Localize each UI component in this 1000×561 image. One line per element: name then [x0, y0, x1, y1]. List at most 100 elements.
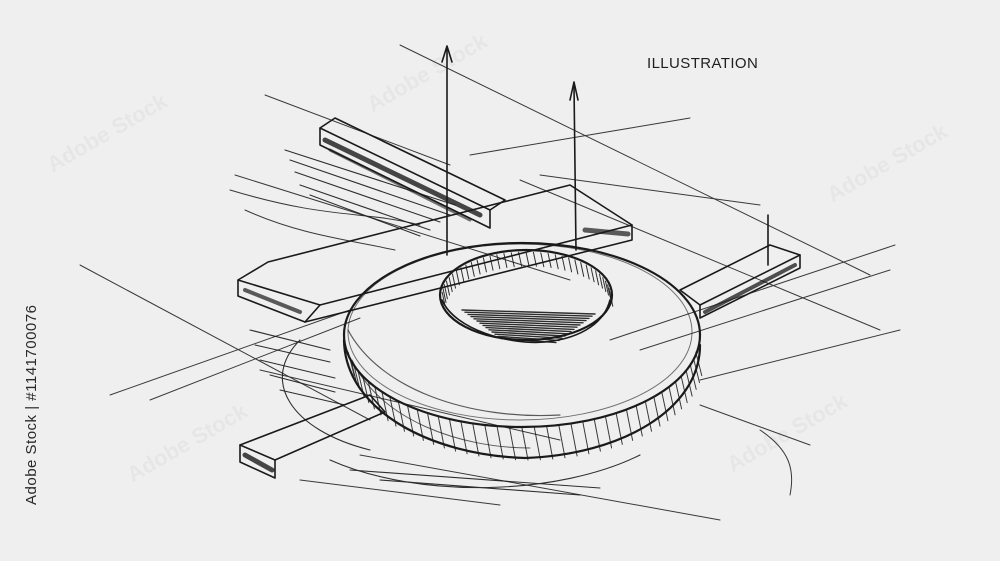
hatch-stroke [479, 322, 578, 328]
hatch-stroke [472, 423, 480, 457]
construction-lines [79, 44, 901, 521]
hatch-stroke [362, 375, 370, 404]
vertical-markers [441, 45, 769, 266]
hatch-stroke [347, 351, 355, 377]
beam-upper-left [319, 117, 506, 229]
hatch-stroke [561, 255, 566, 271]
hatch-stroke [602, 277, 607, 293]
hatch-stroke [518, 251, 523, 267]
hatch-stroke [546, 426, 554, 460]
hatch-stroke [532, 251, 537, 267]
hatch-stroke [353, 364, 361, 390]
stock-id-label: Adobe Stock | #1141700076 [23, 304, 40, 505]
hatch-stroke [448, 277, 453, 293]
hatch-stroke [599, 273, 603, 289]
hatch-stroke [488, 329, 569, 335]
hatch-stroke [496, 254, 501, 270]
beam-lower-left [239, 394, 386, 479]
ring-structure [342, 241, 702, 460]
inner-opening-hatching [441, 251, 614, 344]
ground-shadow [249, 149, 641, 496]
ring-side-hatching [347, 351, 703, 461]
hatch-stroke [416, 409, 424, 441]
hatch-stroke [398, 401, 405, 432]
hatch-stroke [367, 381, 375, 410]
hatch-stroke [465, 264, 470, 280]
hatch-stroke [470, 261, 475, 277]
hatch-stroke [554, 254, 559, 270]
hatch-stroke [461, 309, 596, 315]
hatch-stroke [350, 357, 357, 384]
hatch-stroke [558, 425, 566, 459]
hatch-stroke [467, 313, 590, 320]
hatch-stroke [689, 364, 697, 390]
hatch-stroke [489, 255, 494, 271]
hatch-stroke [540, 252, 545, 268]
hatch-stroke [482, 257, 487, 273]
hatch-stroke [547, 253, 552, 268]
hatch-stroke [470, 315, 587, 322]
hatch-stroke [626, 409, 634, 441]
hatch-stroke [585, 264, 590, 280]
hatch-stroke [464, 311, 593, 317]
hatch-stroke [452, 273, 456, 289]
hatch-stroke [693, 357, 700, 384]
hatch-stroke [460, 267, 465, 283]
hatch-stroke [437, 416, 445, 449]
hatch-stroke [635, 405, 643, 437]
beam-main-diagonal [237, 184, 633, 323]
hatch-stroke [668, 386, 676, 416]
hatch-stroke [482, 324, 575, 331]
hatch-stroke [442, 288, 447, 303]
hatch-stroke [605, 416, 613, 449]
hatch-stroke [476, 259, 481, 275]
hatch-stroke [484, 425, 492, 459]
hatch-stroke [473, 318, 584, 324]
hatch-stroke [509, 427, 517, 461]
hatch-stroke [441, 291, 446, 307]
hatch-stroke [580, 261, 585, 277]
hatch-stroke [615, 413, 623, 445]
hatch-stroke [582, 421, 590, 455]
hatch-stroke [680, 375, 688, 404]
hatch-stroke [496, 426, 504, 460]
hatch-stroke [503, 253, 508, 268]
hatch-stroke [485, 326, 572, 333]
hatch-stroke [533, 427, 541, 461]
hatch-stroke [374, 386, 382, 416]
hatch-stroke [427, 413, 435, 445]
hatch-stroke [661, 392, 669, 422]
hatch-stroke [491, 331, 566, 337]
hatch-stroke [607, 284, 612, 300]
hatch-stroke [574, 259, 579, 275]
hatch-stroke [595, 270, 600, 286]
hatch-stroke [494, 333, 563, 339]
hatch-stroke [590, 267, 595, 283]
hatch-stroke [476, 320, 581, 326]
hatch-stroke [521, 427, 529, 461]
hatch-stroke [449, 419, 457, 452]
hatch-stroke [593, 419, 601, 452]
hatch-stroke [675, 381, 683, 410]
hatch-stroke [685, 370, 693, 397]
hatch-stroke [609, 291, 614, 307]
hatch-stroke [460, 421, 468, 455]
hatch-stroke [525, 251, 530, 267]
hatch-stroke [446, 280, 450, 296]
hatch-stroke [407, 405, 415, 437]
hatch-stroke [653, 397, 661, 427]
hatch-stroke [389, 397, 397, 427]
hatch-stroke [500, 337, 557, 344]
hatch-stroke [357, 370, 365, 397]
hatch-stroke [497, 335, 560, 342]
beam-right [679, 244, 801, 319]
hatch-stroke [443, 284, 448, 300]
illustration-caption: ILLUSTRATION [647, 55, 759, 72]
hatch-stroke [381, 392, 389, 422]
hatch-stroke [695, 351, 703, 377]
hatch-stroke [510, 252, 515, 268]
hatch-stroke [455, 270, 460, 286]
hatch-stroke [568, 257, 573, 273]
hatch-stroke [605, 280, 609, 296]
